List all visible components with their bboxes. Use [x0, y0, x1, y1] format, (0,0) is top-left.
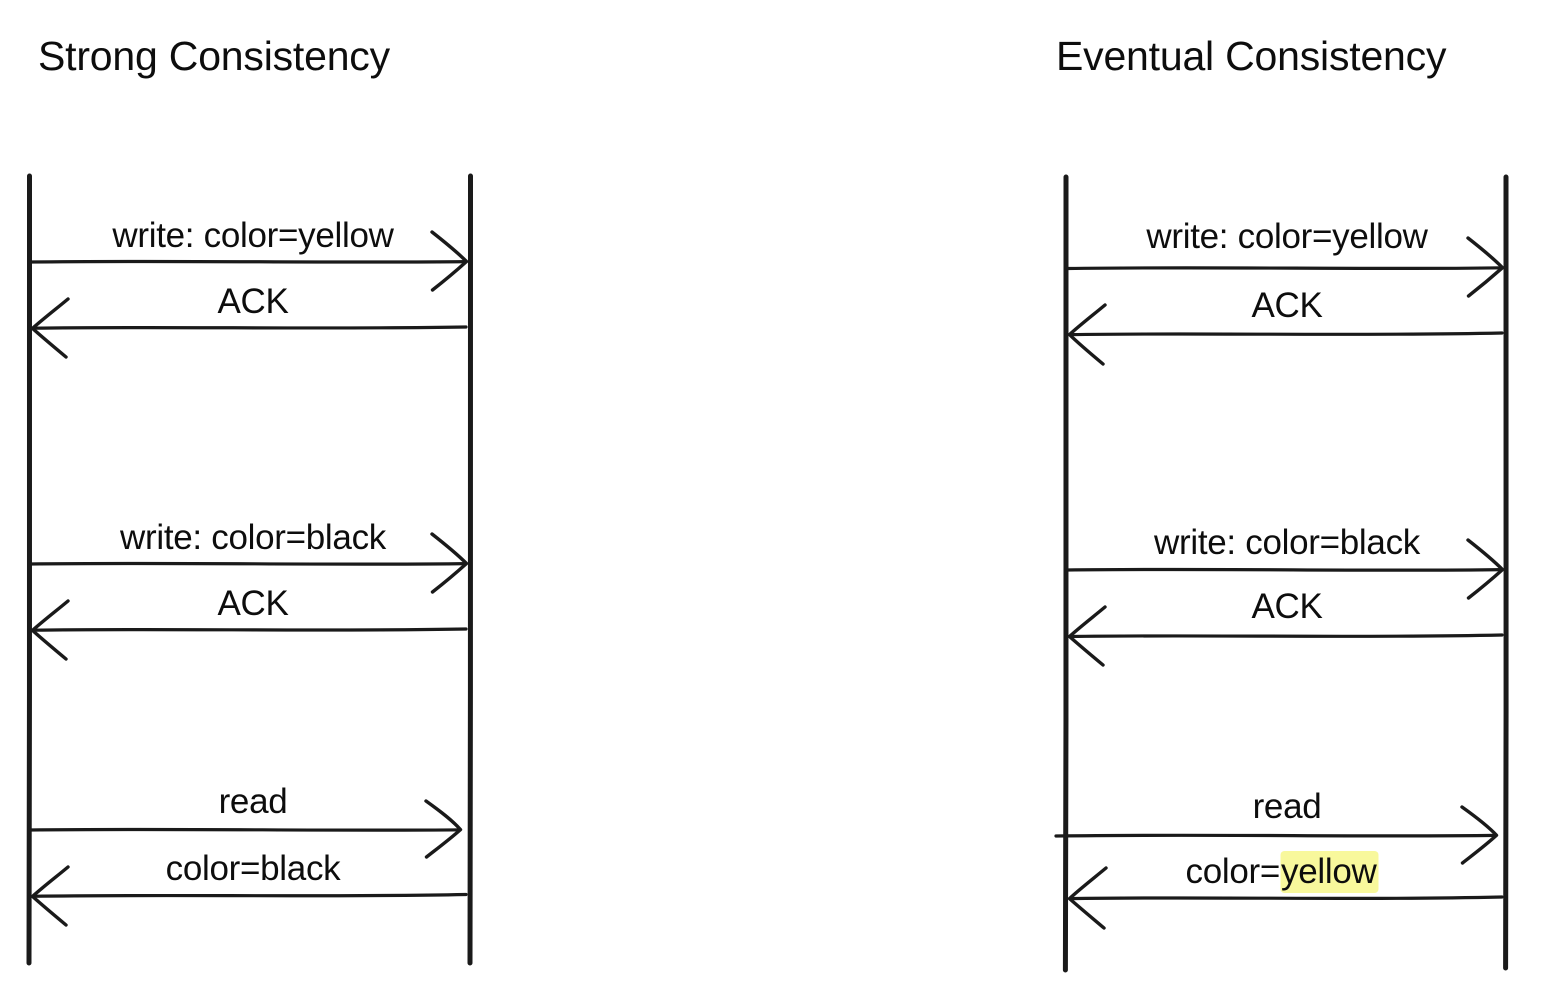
message-label-read: read [218, 782, 288, 821]
message-arrow-color-yellow [1067, 866, 1504, 930]
message-arrow-write-black [28, 532, 469, 594]
message-label-read: read [1252, 787, 1322, 826]
message-label-write-black: write: color=black [1154, 523, 1420, 562]
message-label-write-yellow: write: color=yellow [112, 216, 394, 255]
server-lifeline-left [467, 173, 473, 966]
client-lifeline-left [26, 173, 32, 966]
message-label-color-yellow: color=yellow [1185, 851, 1379, 893]
message-label-ack-2: ACK [217, 584, 289, 623]
message-label-ack-2: ACK [1251, 587, 1323, 626]
strong-consistency-svg [26, 173, 473, 966]
message-label-color-yellow-prefix: color= [1185, 852, 1281, 891]
message-arrow-ack-1 [1067, 303, 1504, 366]
highlighted-value-yellow: yellow [1280, 851, 1379, 893]
message-label-write-yellow: write: color=yellow [1146, 217, 1428, 256]
sequence-diagram-strong-consistency: Strong Consistency [0, 0, 540, 998]
message-arrow-write-yellow [28, 230, 469, 292]
eventual-consistency-svg [1054, 174, 1509, 973]
message-arrow-write-black [1065, 538, 1505, 600]
message-arrow-ack-1 [30, 297, 468, 359]
page-title-strong-consistency: Strong Consistency [38, 33, 390, 79]
message-arrow-ack-2 [30, 599, 468, 661]
message-arrow-color-black [30, 865, 468, 927]
message-arrow-read [1054, 805, 1499, 865]
message-label-color-black: color=black [165, 849, 341, 888]
message-arrow-ack-2 [1067, 605, 1504, 667]
sequence-diagram-eventual-consistency: Eventual Consistency [1030, 0, 1548, 998]
message-label-ack-1: ACK [217, 282, 289, 321]
client-lifeline-right [1062, 174, 1069, 973]
message-arrow-write-yellow [1065, 236, 1505, 298]
page-title-eventual-consistency: Eventual Consistency [1056, 33, 1447, 79]
message-arrow-read [28, 799, 463, 859]
message-label-ack-1: ACK [1251, 286, 1323, 325]
message-label-write-black: write: color=black [120, 518, 386, 557]
